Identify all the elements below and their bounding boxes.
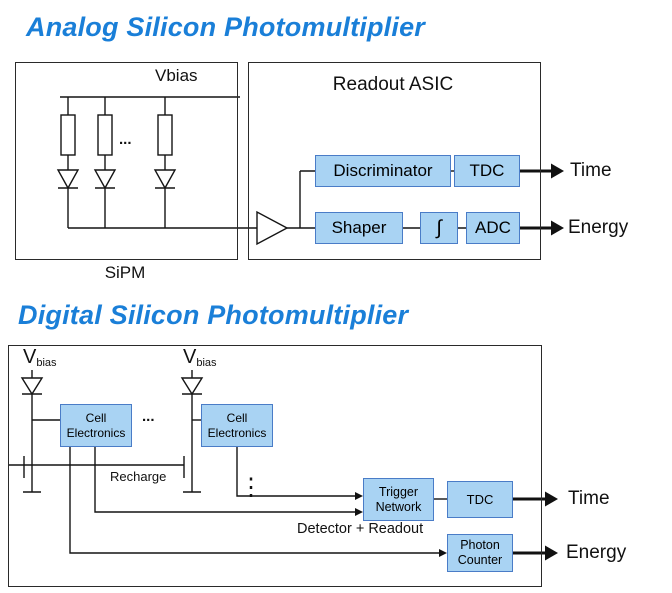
cell-label-line2: Electronics	[207, 425, 267, 440]
shaper-block: Shaper	[315, 212, 403, 244]
discriminator-block: Discriminator	[315, 155, 451, 187]
vbias1-label: Vbias	[23, 346, 57, 369]
readout-asic-box	[248, 62, 541, 260]
time-output-label-digital: Time	[568, 488, 610, 509]
vbias-v: V	[23, 346, 37, 368]
time-output-label-analog: Time	[570, 160, 612, 181]
photon-counter-block: Photon Counter	[447, 534, 513, 572]
energy-output-label-digital: Energy	[566, 542, 627, 563]
vbias-v: V	[183, 346, 197, 368]
cell-label-line1: Cell	[85, 411, 107, 426]
sipm-array-symbols	[56, 96, 257, 229]
energy-output-label-analog: Energy	[568, 217, 629, 238]
digital-section-title: Digital Silicon Photomultiplier	[18, 300, 409, 330]
cell-electronics-block-2: Cell Electronics	[201, 404, 273, 447]
time-arrow-shaft-icon	[513, 497, 545, 501]
photon-label-line2: Counter	[457, 553, 503, 567]
adc-block: ADC	[466, 212, 520, 244]
cell-label-line2: Electronics	[66, 425, 126, 440]
vbias-sub: bias	[36, 357, 57, 369]
readout-asic-title: Readout ASIC	[332, 74, 454, 95]
trigger-input-arrow-icon	[355, 508, 363, 516]
sipm-box	[15, 62, 238, 260]
recharge-label: Recharge	[110, 469, 167, 484]
trigger-label-line2: Network	[375, 499, 422, 514]
analog-output-arrows	[520, 163, 564, 236]
asic-wiring	[256, 170, 466, 246]
vbias2-label: Vbias	[183, 346, 217, 369]
vbias-sub: bias	[196, 357, 217, 369]
cell-ellipsis: ...	[142, 408, 155, 425]
energy-arrow-shaft-icon	[513, 551, 545, 555]
digital-sipm-box	[8, 345, 542, 587]
tdc-block-digital: TDC	[447, 481, 513, 518]
time-arrow-head-icon	[551, 163, 564, 179]
vbias-label: Vbias	[155, 66, 198, 85]
trigger-input-arrow-icon	[355, 492, 363, 500]
resistor-ellipsis: ...	[119, 131, 132, 148]
digital-wiring	[9, 370, 447, 554]
detector-readout-label: Detector + Readout	[297, 521, 424, 537]
photon-input-arrow-icon	[439, 549, 447, 557]
cell-outputs-ellipsis: ⋮	[239, 474, 263, 501]
integrator-block: ∫	[420, 212, 458, 244]
energy-arrow-shaft-icon	[520, 226, 553, 230]
time-arrow-head-icon	[545, 491, 558, 507]
trigger-network-block: Trigger Network	[363, 478, 434, 521]
tdc-block-analog: TDC	[454, 155, 520, 187]
sipm-label: SiPM	[104, 263, 146, 282]
cell-label-line1: Cell	[226, 411, 248, 426]
energy-arrow-head-icon	[545, 545, 558, 561]
digital-arrows	[355, 491, 558, 561]
photon-label-line1: Photon	[460, 538, 500, 552]
amplifier-triangle-icon	[256, 210, 289, 246]
time-arrow-shaft-icon	[520, 169, 553, 173]
trigger-label-line1: Trigger	[378, 484, 419, 499]
energy-arrow-head-icon	[551, 220, 564, 236]
cell-electronics-block-1: Cell Electronics	[60, 404, 132, 447]
analog-section-title: Analog Silicon Photomultiplier	[26, 12, 426, 42]
